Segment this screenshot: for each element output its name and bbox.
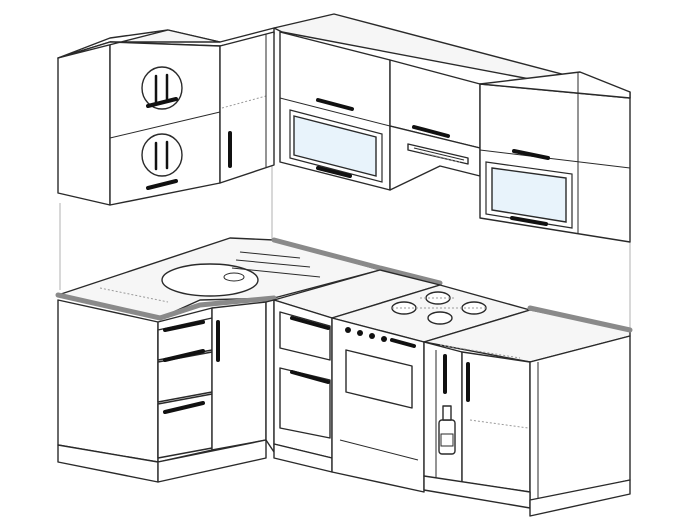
range-hood-icon	[389, 125, 481, 191]
upper-corner-cabinet	[219, 31, 275, 184]
knob-icon	[345, 327, 351, 333]
knob-icon	[369, 333, 375, 339]
gas-burner-icon	[391, 291, 488, 325]
plate-cutlery-icon	[141, 66, 183, 110]
upper-right-cabinets	[273, 13, 631, 243]
corner-base-door	[211, 301, 267, 451]
knob-icon	[357, 330, 363, 336]
drainboard	[231, 251, 321, 278]
upper-left-front	[109, 41, 221, 206]
oven-window	[345, 349, 413, 409]
upper-left-cabinets	[57, 27, 275, 206]
plate-cutlery-icon	[141, 133, 183, 190]
right-base-cabinets	[423, 305, 633, 517]
base-door	[461, 351, 531, 493]
left-countertop	[55, 237, 443, 321]
stove	[331, 284, 531, 493]
bottle-icon	[435, 350, 456, 480]
wall-outline	[59, 165, 631, 330]
lower-right-cabinets	[273, 269, 441, 473]
sink-icon	[161, 263, 259, 297]
knob-icon	[381, 336, 387, 342]
lower-left-cabinets	[57, 299, 275, 483]
